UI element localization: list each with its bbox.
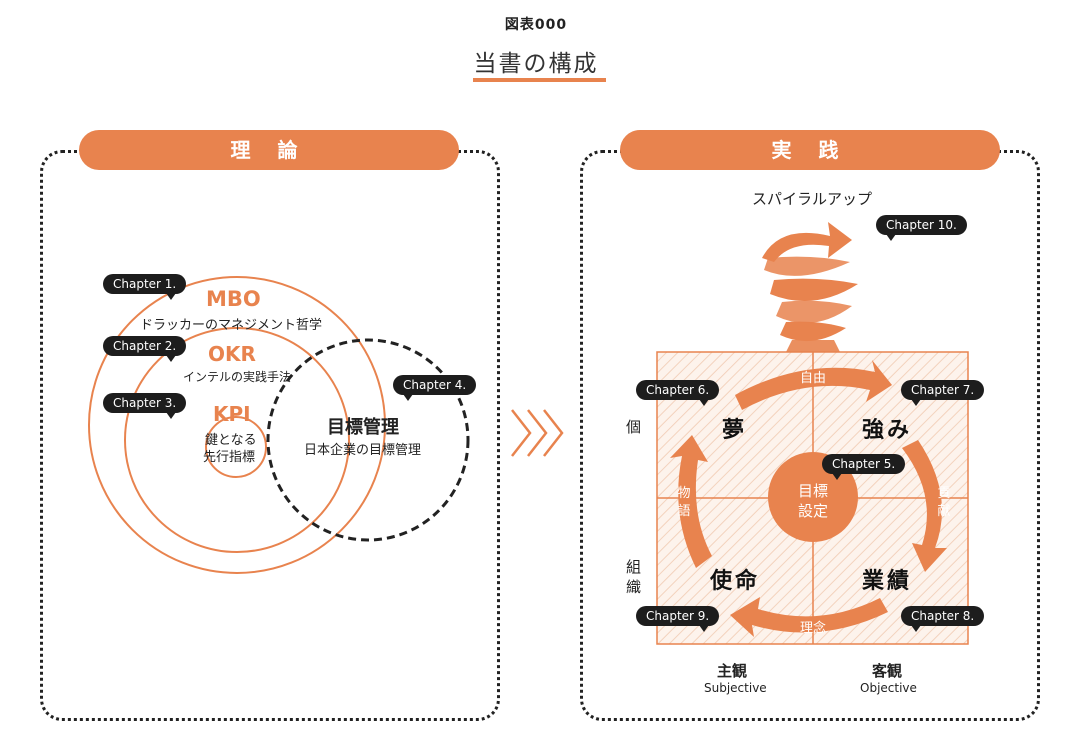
contribution-label-2: 献 xyxy=(937,504,951,519)
performance-label: 業績 xyxy=(862,569,913,594)
philosophy-label: 理念 xyxy=(799,621,826,636)
kpi-circle xyxy=(205,416,267,478)
chapter7-bubble: Chapter 7. xyxy=(901,380,985,406)
chevron-arrows-icon xyxy=(511,409,564,457)
figure-title: 当書の構成 xyxy=(473,51,599,77)
organization-axis-label-1: 組 xyxy=(626,558,642,576)
okr-label: OKR xyxy=(208,342,256,366)
mbo-label: MBO xyxy=(206,287,261,311)
practice-panel-title: 実 践 xyxy=(620,130,1000,170)
figure-label: 図表000 xyxy=(504,17,568,33)
goal-setting-label-line1: 目標 xyxy=(797,482,828,500)
spiral-up-icon xyxy=(762,222,858,352)
contribution-label-1: 貢 xyxy=(937,486,951,501)
chapter8-bubble: Chapter 8. xyxy=(901,606,985,632)
story-label-1: 物 xyxy=(677,486,691,501)
chapter2-bubble: Chapter 2. xyxy=(103,336,187,362)
objective-axis-label: 客観 xyxy=(872,662,903,680)
individual-axis-label: 個 xyxy=(626,418,642,436)
subjective-axis-label: 主観 xyxy=(717,662,748,680)
mbo-description: ドラッカーのマネジメント哲学 xyxy=(140,318,323,333)
cycle-arrows xyxy=(670,360,947,637)
mbo-circle xyxy=(88,276,386,574)
goal-management-label: 目標管理 xyxy=(327,417,399,438)
chapter1-bubble: Chapter 1. xyxy=(103,274,187,300)
organization-axis-label-2: 織 xyxy=(626,578,642,596)
dream-label: 夢 xyxy=(722,418,748,443)
freedom-label: 自由 xyxy=(799,371,826,386)
theory-panel-title: 理 論 xyxy=(79,130,459,170)
kpi-description-line2: 先行指標 xyxy=(203,450,256,465)
chapter9-bubble: Chapter 9. xyxy=(636,606,720,632)
chapter6-bubble: Chapter 6. xyxy=(636,380,720,406)
story-label-2: 語 xyxy=(677,504,691,519)
goal-management-circle xyxy=(266,338,470,542)
kpi-label: KPI xyxy=(213,402,251,426)
goal-management-description: 日本企業の目標管理 xyxy=(304,443,422,458)
chapter5-bubble: Chapter 5. xyxy=(822,454,906,480)
spiral-up-label: スパイラルアップ xyxy=(752,190,873,208)
goal-setting-label-line2: 設定 xyxy=(797,502,828,520)
objective-axis-label-en: Objective xyxy=(860,681,917,695)
okr-circle xyxy=(124,327,350,553)
title-underline xyxy=(473,78,606,82)
kpi-description-line1: 鍵となる xyxy=(205,433,257,448)
chapter3-bubble: Chapter 3. xyxy=(103,393,187,419)
chapter4-bubble: Chapter 4. xyxy=(393,375,477,401)
mission-label: 使命 xyxy=(710,569,761,594)
strength-label: 強み xyxy=(862,418,913,443)
okr-description: インテルの実践手法 xyxy=(183,370,292,384)
subjective-axis-label-en: Subjective xyxy=(704,681,767,695)
chapter10-bubble: Chapter 10. xyxy=(876,215,967,241)
